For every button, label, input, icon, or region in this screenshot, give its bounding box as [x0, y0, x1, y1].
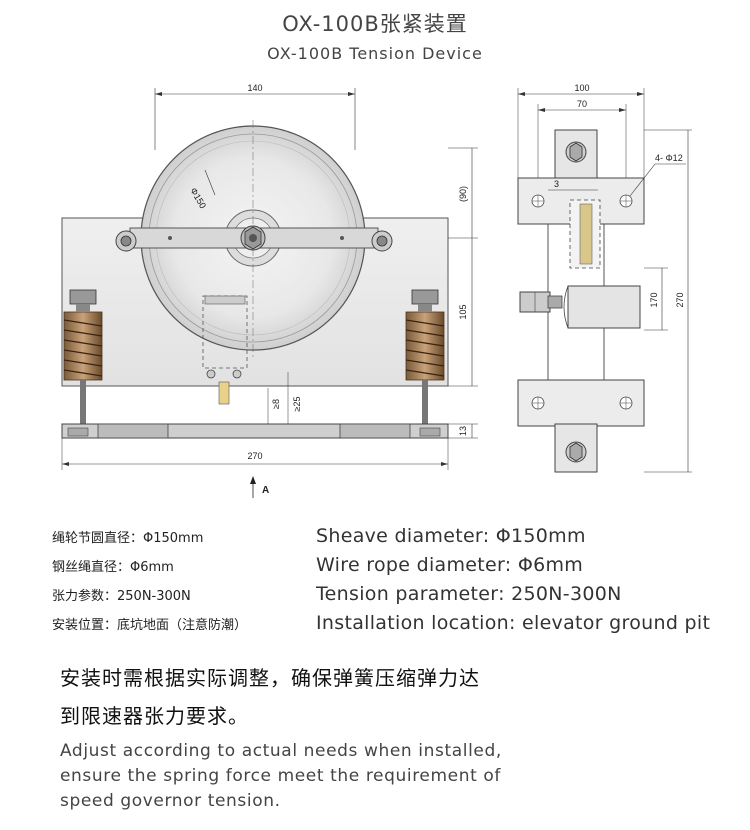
dim-holes: 4- Φ12 [655, 153, 683, 163]
front-view: 140 Φ150 [61, 83, 478, 498]
spec-sheave-cn: 绳轮节圆直径：Φ150mm [52, 531, 204, 546]
title-chinese: OX-100B张紧装置 [282, 12, 468, 36]
spec-location-cn: 安装位置：底坑地面（注意防潮） [52, 618, 248, 633]
title-english: OX-100B Tension Device [267, 44, 483, 63]
spec-tension-cn: 张力参数：250N-300N [52, 589, 191, 604]
dim-gap-8: ≥8 [271, 399, 281, 409]
view-label-a: A [262, 485, 269, 496]
technical-drawing: 140 Φ150 [61, 83, 692, 498]
dim-lower-height: 105 [458, 304, 468, 319]
note-en-line-2: ensure the spring force meet the require… [60, 766, 501, 786]
spec-rope-cn: 钢丝绳直径：Φ6mm [52, 560, 174, 575]
dim-side-170: 170 [649, 292, 659, 307]
dim-base-13: 13 [458, 426, 468, 436]
spec-tension-en: Tension parameter: 250N-300N [316, 583, 622, 605]
dim-base-width: 270 [247, 451, 262, 461]
dim-front-width: 140 [247, 83, 262, 93]
side-view: 100 70 4- Φ12 3 [517, 83, 692, 473]
note-en-line-1: Adjust according to actual needs when in… [60, 741, 502, 761]
spec-location-en: Installation location: elevator ground p… [316, 612, 711, 634]
dim-gap-25: ≥25 [292, 397, 302, 412]
dim-side-270: 270 [675, 292, 685, 307]
dim-side-70: 70 [577, 99, 587, 109]
note-cn-line-2: 到限速器张力要求。 [60, 704, 249, 728]
dim-upper-height: (90) [458, 186, 468, 202]
dim-side-100: 100 [574, 83, 589, 93]
dim-side-3: 3 [554, 179, 559, 189]
spec-rope-en: Wire rope diameter: Φ6mm [316, 554, 584, 576]
spec-sheave-en: Sheave diameter: Φ150mm [316, 525, 586, 547]
note-en-line-3: speed governor tension. [60, 791, 281, 811]
note-cn-line-1: 安装时需根据实际调整，确保弹簧压缩弹力达 [60, 666, 480, 690]
